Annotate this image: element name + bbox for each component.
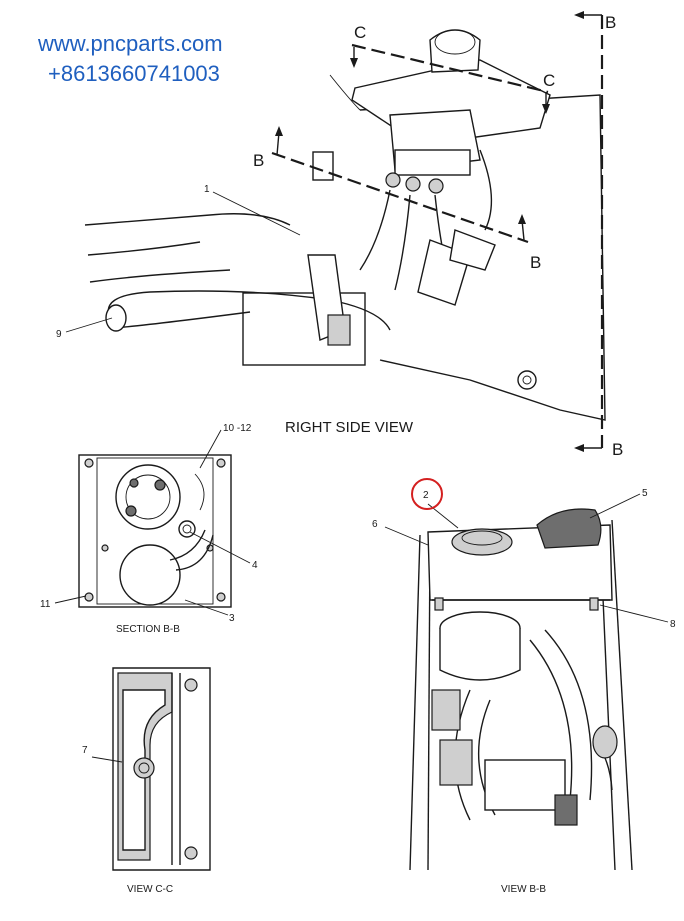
component-2: [451, 528, 513, 556]
callout-11: 11: [40, 599, 51, 610]
marker-c-left: C: [354, 23, 366, 42]
callout-9: 9: [56, 329, 62, 340]
marker-c-right: C: [543, 71, 555, 90]
callout-1: 1: [204, 184, 210, 195]
section-bb-drawing: [54, 429, 251, 616]
view-bb-drawing: [384, 493, 669, 871]
callout-6: 6: [372, 519, 378, 530]
callout-5: 5: [642, 488, 648, 499]
marker-b-right: B: [530, 253, 541, 272]
marker-b-top-right: B: [605, 13, 616, 32]
callout-3: 3: [229, 613, 235, 624]
callout-4: 4: [252, 560, 258, 571]
callout-7: 7: [82, 745, 88, 756]
title-right-side-view: RIGHT SIDE VIEW: [285, 419, 414, 436]
marker-b-left: B: [253, 151, 264, 170]
marker-b-bottom-right: B: [612, 440, 623, 459]
section-line-bb: [271, 151, 529, 244]
right-side-view-drawing: [65, 11, 606, 452]
section-line-cc: [351, 43, 549, 94]
title-view-cc: VIEW C-C: [127, 884, 173, 895]
component-5: [536, 508, 602, 549]
callout-10-12: 10 -12: [223, 423, 252, 434]
highlight-circle: [411, 478, 443, 510]
connector-top: [312, 151, 334, 181]
callout-8: 8: [670, 619, 676, 630]
view-cc-drawing: [91, 667, 211, 871]
watermark-phone: +8613660741003: [48, 61, 220, 86]
title-view-bb: VIEW B-B: [501, 884, 546, 895]
title-section-bb: SECTION B-B: [116, 624, 180, 635]
callout-2: 2: [423, 490, 429, 501]
watermark-site: www.pncparts.com: [38, 31, 223, 56]
